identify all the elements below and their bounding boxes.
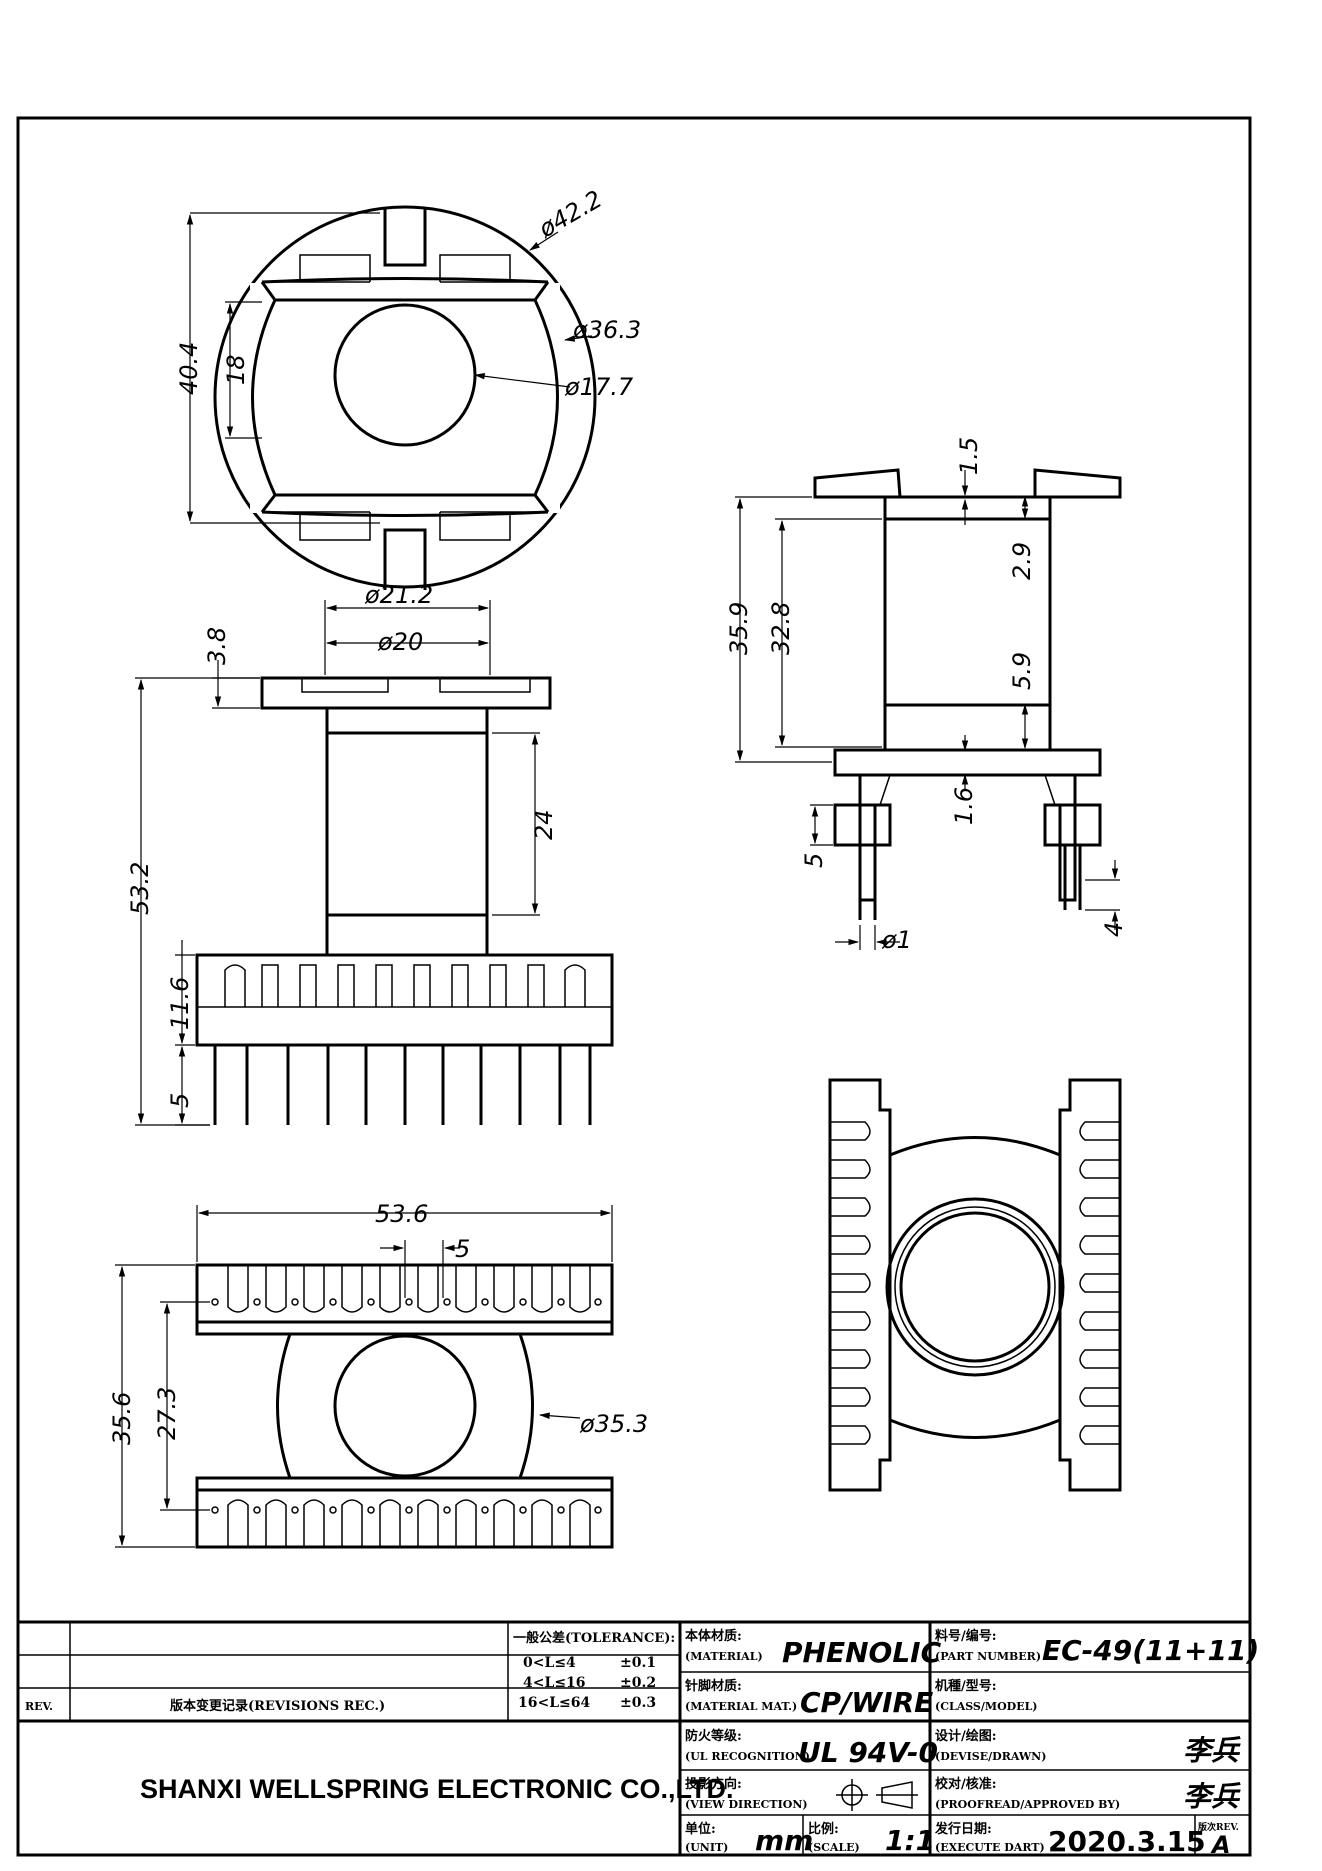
- dim-front-core-diameter: ø20: [377, 628, 423, 656]
- dim-side-base-thickness: 1.6: [950, 787, 978, 825]
- pin-material-value: CP/WIRE: [800, 1686, 933, 1719]
- tolerance-value-3: ±0.3: [620, 1695, 656, 1711]
- dim-front-core-length: 24: [530, 809, 558, 840]
- class-model-label-zh: 机種/型号:: [935, 1678, 997, 1694]
- tolerance-range-3: 16<L≤64: [518, 1695, 591, 1711]
- view-direction-label-zh: 投影方向:: [685, 1776, 742, 1792]
- designer-value: 李兵: [1183, 1734, 1241, 1767]
- approver-label-en: (PROOFREAD/APPROVED BY): [935, 1798, 1120, 1811]
- revisions-label: 版本变更记录(REVISIONS REC.): [170, 1698, 385, 1714]
- tolerance-value-1: ±0.1: [620, 1655, 656, 1671]
- bottom-view: [115, 1205, 614, 1549]
- material-label-en: (MATERIAL): [685, 1650, 763, 1663]
- scale-value: 1:1: [885, 1824, 935, 1857]
- approver-value: 李兵: [1183, 1780, 1241, 1813]
- dim-bottom-inner-depth: 27.3: [153, 1387, 181, 1440]
- rev-label: REV.: [25, 1700, 53, 1713]
- dim-top-slot: 18: [222, 354, 250, 385]
- dim-bottom-body-diameter: ø35.3: [579, 1410, 648, 1438]
- class-model-label-en: (CLASS/MODEL): [935, 1700, 1038, 1713]
- issue-date-label-zh: 发行日期:: [934, 1821, 992, 1837]
- issue-date-value: 2020.3.15: [1048, 1825, 1206, 1858]
- dim-side-pin-diameter: ø1: [881, 926, 912, 954]
- dim-side-gap-top: 2.9: [1008, 542, 1036, 580]
- designer-label-zh: 设计/绘图:: [935, 1728, 997, 1744]
- top-view: [186, 205, 597, 590]
- dim-side-pin-length: 5: [800, 853, 828, 868]
- dim-bottom-pitch: 5: [455, 1235, 470, 1263]
- front-slots: [224, 964, 586, 1007]
- approver-label-zh: 校对/核准:: [935, 1776, 997, 1792]
- fire-rating-value: UL 94V-0: [798, 1736, 938, 1769]
- front-view: [135, 600, 614, 1126]
- material-label-zh: 本体材质:: [685, 1628, 742, 1644]
- unit-value: mm: [755, 1824, 813, 1857]
- dim-front-flange-diameter: ø21.2: [364, 581, 433, 609]
- dim-top-outer-diameter: ø42.2: [533, 185, 607, 244]
- dim-bottom-width: 53.6: [375, 1200, 428, 1228]
- fire-rating-label-zh: 防火等级:: [685, 1728, 742, 1744]
- winding-view-fins-left: [830, 1121, 871, 1445]
- dim-front-total-height: 53.2: [126, 862, 154, 915]
- unit-label-en: (UNIT): [685, 1841, 728, 1854]
- bottom-view-slots-top: [227, 1265, 591, 1313]
- dim-front-base-height: 11.6: [166, 977, 194, 1030]
- revision-value: A: [1210, 1831, 1231, 1859]
- winding-view-fins-right: [1079, 1121, 1120, 1445]
- dim-side-flange-thickness: 1.5: [955, 437, 983, 475]
- revision-label: 版次REV.: [1197, 1821, 1239, 1833]
- dim-top-mid-diameter: ø36.3: [572, 316, 641, 344]
- tolerance-value-2: ±0.2: [620, 1675, 656, 1691]
- dim-bottom-depth: 35.6: [108, 1392, 136, 1445]
- part-number-label-en: (PART NUMBER): [935, 1650, 1041, 1663]
- dim-top-height: 40.4: [175, 342, 203, 395]
- scale-label-zh: 比例:: [808, 1821, 839, 1837]
- material-value: PHENOLIC: [782, 1636, 942, 1669]
- pin-material-label-en: (MATERIAL MAT.): [685, 1700, 797, 1713]
- part-number-value: EC-49(11+11): [1042, 1634, 1259, 1667]
- dim-side-gap-bottom: 5.9: [1008, 652, 1036, 690]
- tolerance-range-1: 0<L≤4: [523, 1655, 576, 1671]
- dim-side-pin-offset: 4: [1100, 922, 1128, 937]
- dim-side-inner-height: 32.8: [767, 602, 795, 655]
- title-block: [18, 1620, 1250, 1855]
- part-number-label-zh: 料号/编号:: [935, 1628, 997, 1644]
- issue-date-label-en: (EXECUTE DART): [935, 1841, 1045, 1854]
- pin-material-label-zh: 针脚材质:: [684, 1678, 742, 1694]
- side-view: [735, 468, 1122, 950]
- winding-view: [828, 1078, 1122, 1492]
- dim-front-pin-length: 5: [166, 1093, 194, 1108]
- designer-label-en: (DEVISE/DRAWN): [935, 1750, 1046, 1763]
- tolerance-range-2: 4<L≤16: [523, 1675, 586, 1691]
- company-name: SHANXI WELLSPRING ELECTRONIC CO.,LTD.: [140, 1774, 734, 1804]
- tolerance-title: 一般公差(TOLERANCE):: [513, 1630, 675, 1646]
- fire-rating-label-en: (UL RECOGNITION): [685, 1750, 810, 1763]
- unit-label-zh: 单位:: [685, 1821, 716, 1837]
- view-direction-label-en: (VIEW DIRECTION): [685, 1798, 808, 1811]
- front-pins: [245, 1045, 562, 1125]
- bottom-view-slots-bottom: [227, 1499, 591, 1547]
- sheet-border: [16, 116, 1252, 1857]
- dim-side-total-height: 35.9: [725, 602, 753, 655]
- dim-front-flange-thickness: 3.8: [203, 627, 231, 665]
- scale-label-en: (SCALE): [808, 1841, 860, 1854]
- dim-top-inner-diameter: ø17.7: [564, 373, 634, 401]
- bottom-view-pin-holes: [211, 1298, 602, 1514]
